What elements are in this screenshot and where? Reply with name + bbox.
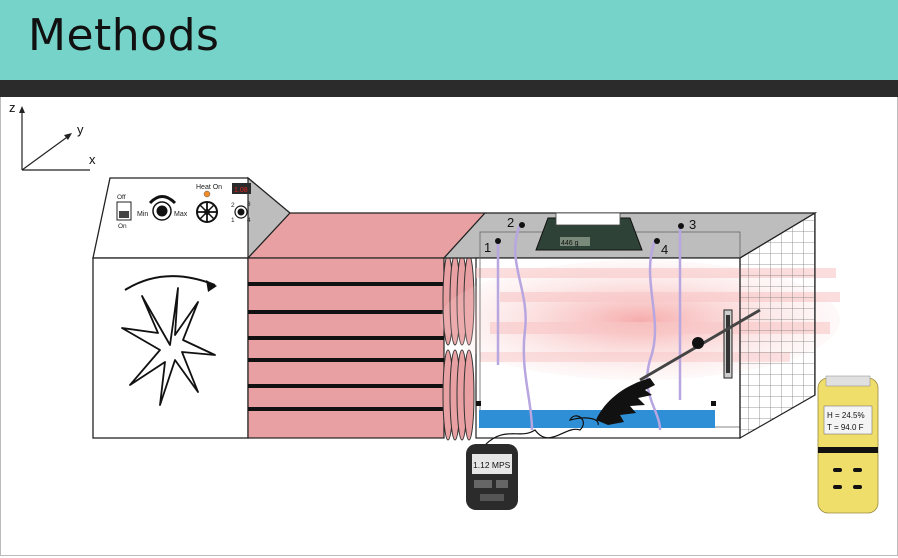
scale-reading: 446 g <box>561 240 579 247</box>
fan-icon <box>121 275 217 406</box>
switch-label-on: On <box>118 223 127 230</box>
fan-heater-unit: Off On Min Max Heat On 1.08 1 2 <box>92 176 291 439</box>
hygrometer-humidity: H = 24.5% <box>827 411 865 420</box>
switch-label-off: Off <box>117 194 126 201</box>
heater-dial[interactable] <box>196 201 218 223</box>
knob-label-min: Min <box>137 211 148 218</box>
axes-indicator: z y x <box>9 100 96 171</box>
hygrometer: H = 24.5% T = 94.0 F <box>817 375 879 514</box>
sensor-2 <box>519 222 525 228</box>
heat-on-label: Heat On <box>196 184 222 191</box>
heating-duct <box>246 212 487 441</box>
temperature-display <box>232 183 251 194</box>
sensor-wires <box>496 224 682 431</box>
selector-label-2: 2 <box>231 202 235 209</box>
anemometer-reading: 1.12 MPS <box>473 460 511 470</box>
sensor-label-2: 2 <box>507 215 514 230</box>
heat-selector-knob[interactable] <box>234 205 248 219</box>
selector-label-3: 3 <box>247 201 251 208</box>
anemometer: 1.12 MPS <box>466 444 518 510</box>
header-bar: Methods <box>0 0 898 80</box>
header-divider <box>0 80 898 97</box>
sensor-label-4: 4 <box>661 242 668 257</box>
sensor-label-1: 1 <box>484 240 491 255</box>
sensor-label-3: 3 <box>689 217 696 232</box>
heat-indicator-light <box>203 190 211 198</box>
knob-label-max: Max <box>174 211 188 218</box>
axis-label-x: x <box>89 152 96 167</box>
fuel-sample <box>596 378 655 425</box>
anemometer-cable <box>484 415 599 446</box>
screen-mesh <box>739 211 816 440</box>
sensor-3 <box>678 223 684 229</box>
mass-scale: 446 g <box>535 212 643 251</box>
axis-label-z: z <box>9 100 16 115</box>
display-value: 1.08 <box>234 187 248 194</box>
selector-label-4: 4 <box>247 217 251 224</box>
axis-label-y: y <box>77 122 84 137</box>
sensor-1 <box>495 238 501 244</box>
speed-knob[interactable] <box>148 195 177 221</box>
test-chamber: 446 g 1 2 3 4 <box>440 211 840 446</box>
hygrometer-temperature: T = 94.0 F <box>827 423 864 432</box>
sensor-4 <box>654 238 660 244</box>
page-title: Methods <box>28 10 220 61</box>
selector-label-1: 1 <box>231 217 235 224</box>
